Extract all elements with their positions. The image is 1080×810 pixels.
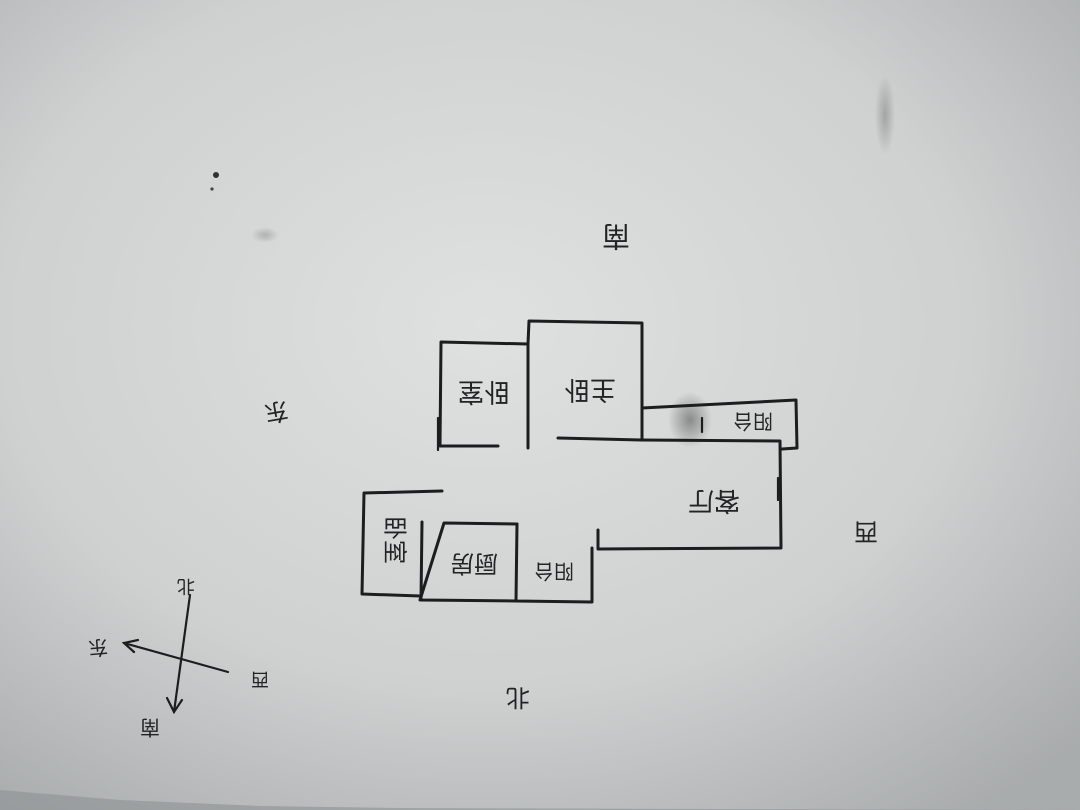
compass-label-west: 西 <box>251 668 269 689</box>
paper-stain <box>251 227 279 243</box>
compass-label-north: 北 <box>177 575 195 596</box>
svg-text:西: 西 <box>251 668 269 689</box>
wall-living-room <box>596 438 783 551</box>
svg-text:南: 南 <box>602 220 630 253</box>
room-label-bedroom-main: 主卧 <box>564 374 616 404</box>
room-label-bedroom-2: 卧室 <box>458 376 510 406</box>
compass-arrow-south <box>165 696 184 715</box>
wall-bedroom-2 <box>438 340 530 450</box>
svg-text:厨房: 厨房 <box>450 550 498 578</box>
wall-bedroom-3-inner <box>419 520 424 602</box>
direction-label-north: 北 <box>506 684 530 712</box>
room-label-balcony-main: 阳台 <box>534 560 574 584</box>
svg-text:卧室: 卧室 <box>458 376 510 406</box>
paper-speck <box>210 187 214 191</box>
svg-text:阳台: 阳台 <box>534 560 574 584</box>
wall-kitchen <box>418 521 519 603</box>
paper-speck <box>213 172 219 178</box>
room-label-living-room: 客厅 <box>688 485 740 515</box>
wall-bedroom-main <box>526 319 644 442</box>
svg-text:北: 北 <box>506 684 530 712</box>
wall-bedroom-3 <box>360 489 444 598</box>
svg-text:阳台: 阳台 <box>733 410 773 434</box>
svg-text:东: 东 <box>87 635 109 661</box>
compass-axis-ns <box>172 593 192 714</box>
direction-label-east: 东 <box>262 396 290 428</box>
wall-balcony-main <box>514 522 594 604</box>
svg-text:卧室: 卧室 <box>381 516 409 564</box>
compass-label-east: 东 <box>87 635 109 661</box>
room-label-bedroom-3: 卧室 <box>381 516 409 564</box>
compass-axis-ew <box>122 641 230 674</box>
room-label-balcony-small: 阳台 <box>733 410 773 434</box>
svg-text:南: 南 <box>140 716 160 740</box>
paper-stain <box>875 75 895 155</box>
svg-text:北: 北 <box>177 575 195 596</box>
compass: 北 东 西 南 <box>87 575 269 740</box>
direction-label-west: 西 <box>854 518 878 546</box>
compass-label-south: 南 <box>140 716 160 740</box>
svg-text:西: 西 <box>854 518 878 546</box>
svg-text:东: 东 <box>262 396 290 428</box>
paper-edge <box>0 790 1080 810</box>
svg-text:主卧: 主卧 <box>564 374 616 404</box>
direction-label-south: 南 <box>602 220 630 253</box>
floor-plan <box>360 319 799 604</box>
wall-balcony-small <box>640 398 799 451</box>
compass-arrow-east <box>121 638 140 654</box>
svg-text:客厅: 客厅 <box>688 485 740 515</box>
room-label-kitchen: 厨房 <box>450 550 498 578</box>
